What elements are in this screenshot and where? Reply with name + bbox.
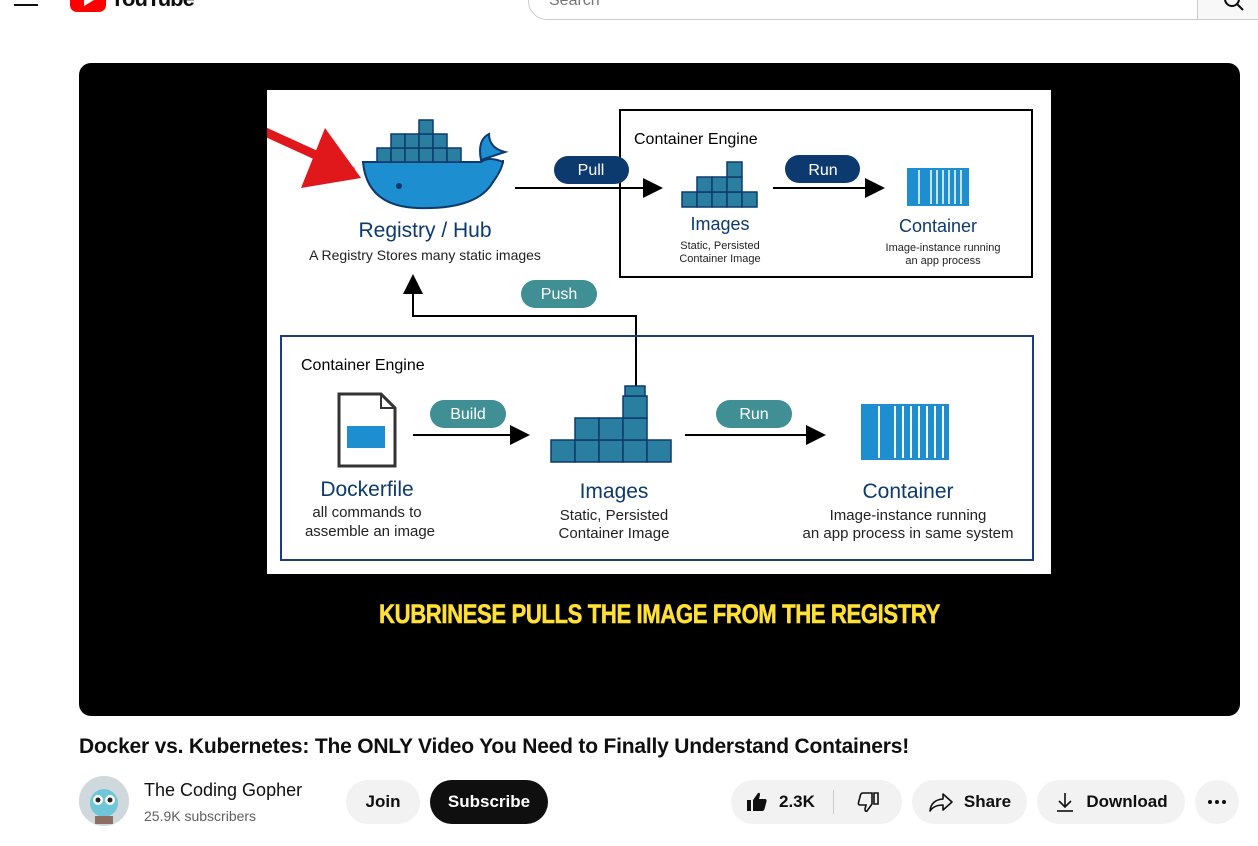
images-top-desc1: Static, Persisted	[680, 240, 759, 252]
youtube-play-icon	[70, 0, 106, 12]
container-icon-top	[907, 168, 969, 206]
search-button[interactable]	[1198, 0, 1258, 20]
subscribe-button[interactable]: Subscribe	[430, 780, 548, 824]
run-label-top: Run	[808, 162, 837, 179]
search-box[interactable]	[528, 0, 1198, 20]
video-title: Docker vs. Kubernetes: The ONLY Video Yo…	[79, 735, 910, 758]
pull-pill	[554, 156, 629, 184]
run-pill-top	[785, 155, 860, 183]
top-engine-box	[619, 109, 1033, 278]
red-pointer-arrow	[237, 115, 361, 188]
subscriber-count: 25.9K subscribers	[144, 808, 257, 824]
youtube-logo[interactable]: YouTube	[70, 0, 195, 12]
container-top-desc1: Image-instance running	[886, 242, 1001, 254]
container-icon-bottom	[861, 404, 949, 460]
join-label: Join	[365, 792, 401, 811]
dockerfile-desc1: all commands to	[312, 504, 421, 521]
like-button[interactable]: 2.3K	[731, 780, 833, 824]
container-top-desc2: an app process	[905, 255, 981, 267]
subscribe-label: Subscribe	[447, 792, 531, 811]
menu-icon[interactable]	[14, 0, 38, 6]
share-label: Share	[963, 792, 1012, 811]
thumbs-down-icon	[857, 792, 879, 813]
dockerfile-title: Dockerfile	[320, 478, 413, 501]
download-label: Download	[1086, 792, 1168, 811]
dockerfile-icon	[337, 392, 397, 468]
like-divider	[833, 790, 834, 814]
run-label-bottom: Run	[739, 406, 768, 423]
video-caption: KUBRINESE PULLS THE IMAGE FROM THE REGIS…	[183, 599, 1135, 630]
top-engine-label: Container Engine	[634, 131, 758, 148]
images-top-title: Images	[690, 214, 749, 234]
run-pill-bottom	[716, 400, 792, 428]
video-frame-diagram: Registry / Hub A Registry Stores many st…	[237, 90, 1051, 574]
search-input[interactable]	[529, 0, 1149, 19]
images-bottom-desc2: Container Image	[559, 525, 670, 542]
build-label: Build	[450, 406, 486, 423]
push-label: Push	[541, 286, 577, 303]
more-actions-button[interactable]	[1195, 780, 1239, 824]
push-arrow	[403, 274, 637, 386]
share-button[interactable]: Share	[912, 780, 1027, 824]
join-button[interactable]: Join	[346, 780, 420, 824]
registry-title: Registry / Hub	[358, 219, 491, 242]
bottom-engine-box	[280, 335, 1034, 561]
download-icon	[1057, 793, 1074, 812]
search-icon	[1224, 0, 1244, 11]
dockerfile-desc2: assemble an image	[305, 523, 435, 540]
share-icon	[929, 793, 953, 812]
container-top-title: Container	[899, 216, 977, 236]
bottom-engine-label: Container Engine	[301, 357, 425, 374]
images-bottom-desc1: Static, Persisted	[560, 507, 668, 524]
like-dislike-group: 2.3K	[731, 780, 902, 824]
images-bottom-title: Images	[580, 480, 649, 503]
registry-desc: A Registry Stores many static images	[309, 247, 541, 263]
dislike-button[interactable]	[843, 780, 893, 824]
logo-text: YouTube	[110, 0, 195, 12]
download-button[interactable]: Download	[1037, 780, 1185, 824]
channel-name[interactable]: The Coding Gopher	[144, 780, 303, 800]
container-bottom-title: Container	[862, 480, 953, 503]
push-pill	[521, 280, 597, 308]
video-player[interactable]: Registry / Hub A Registry Stores many st…	[79, 63, 1240, 716]
video-caption-text: KUBRINESE PULLS THE IMAGE FROM THE REGIS…	[379, 599, 941, 630]
build-pill	[430, 400, 506, 428]
images-stack-icon-top	[681, 161, 758, 208]
thumbs-up-icon	[747, 792, 767, 811]
container-bottom-desc2: an app process in same system	[803, 525, 1014, 542]
more-horizontal-icon	[1208, 800, 1226, 804]
images-stack-icon-bottom	[550, 385, 672, 463]
container-bottom-desc1: Image-instance running	[830, 507, 987, 524]
images-top-desc2: Container Image	[679, 253, 760, 265]
like-count: 2.3K	[779, 792, 815, 811]
pull-label: Pull	[578, 162, 605, 179]
docker-whale-icon	[361, 119, 509, 210]
channel-avatar[interactable]	[79, 776, 129, 826]
